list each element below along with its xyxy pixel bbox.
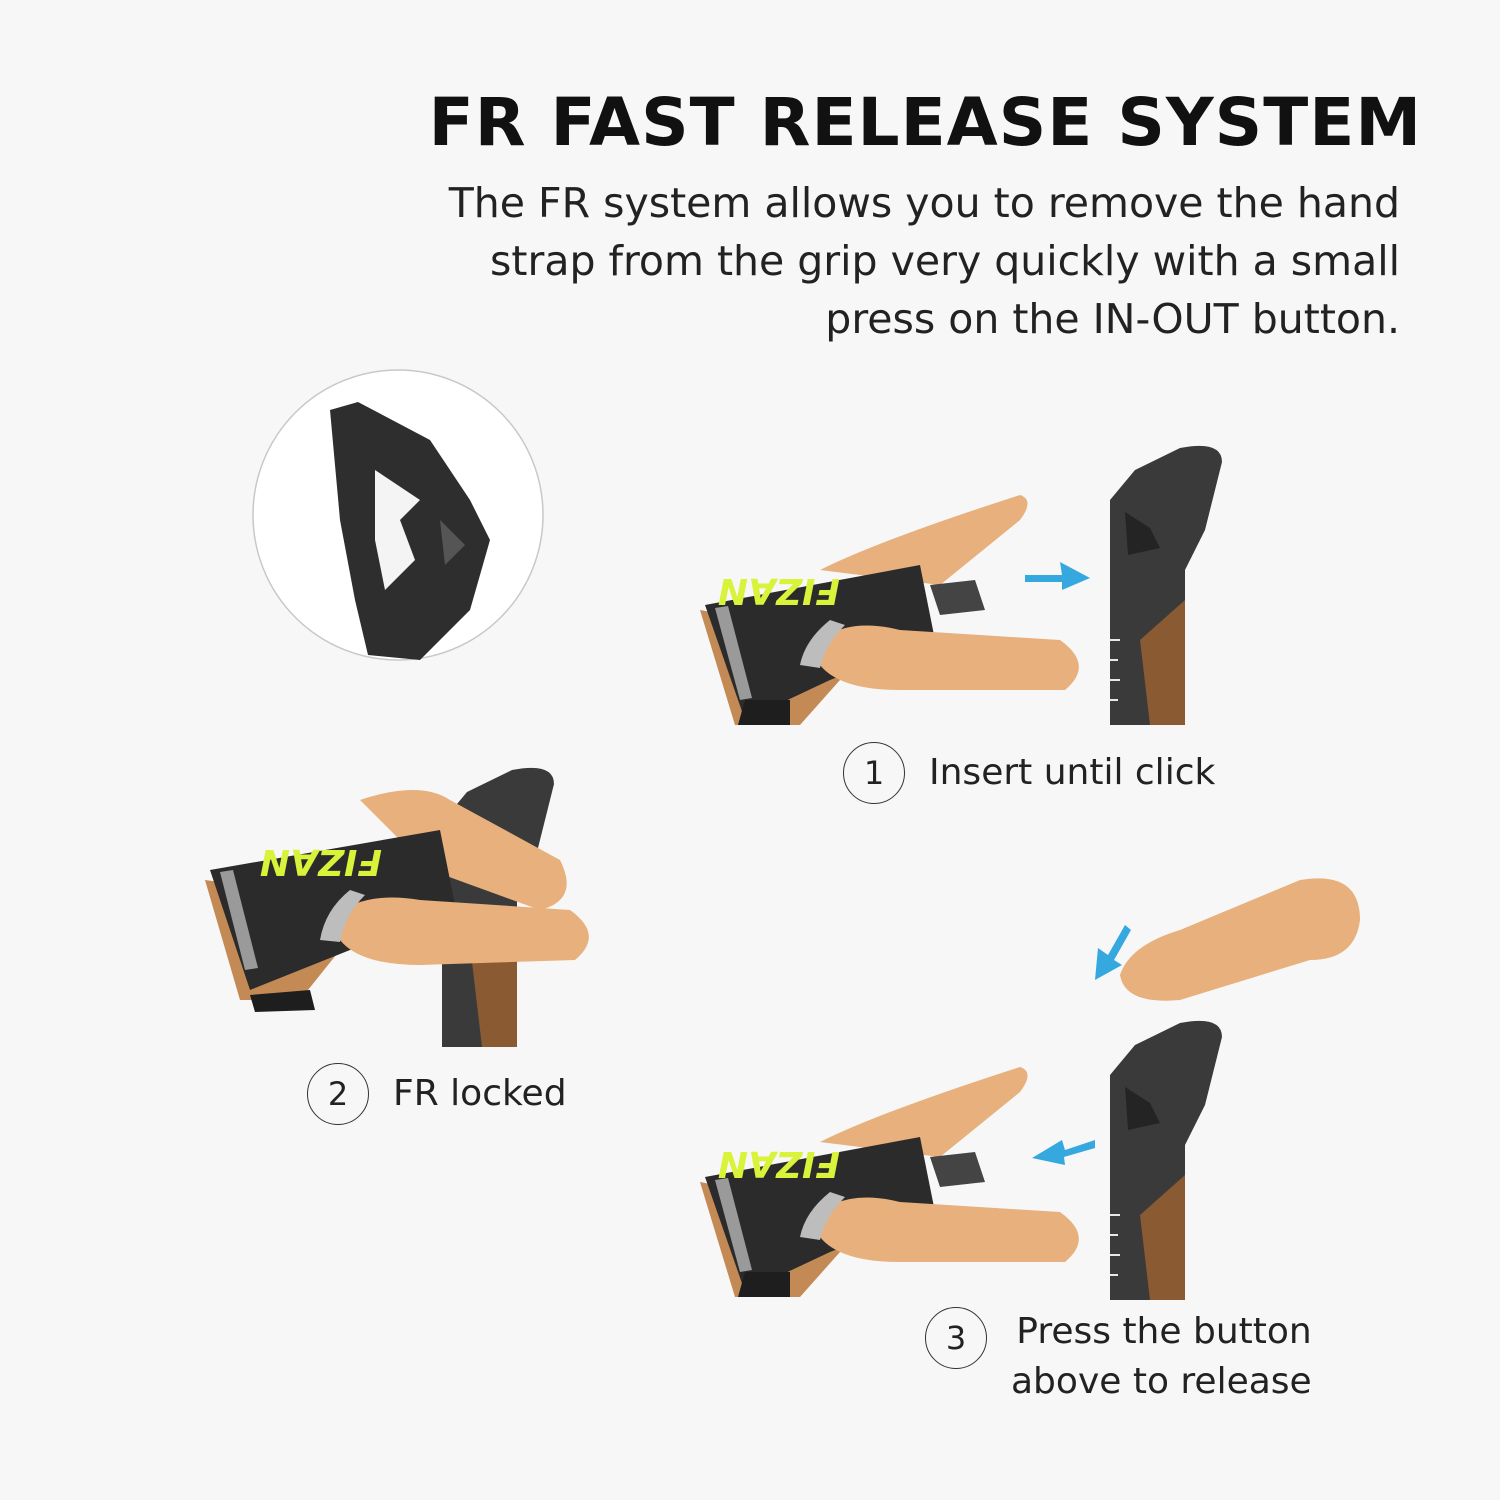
- step-3: 3 Press the button above to release: [925, 1307, 1312, 1407]
- description-line-2: strap from the grip very quickly with a …: [490, 237, 1400, 285]
- step-3-number: 3: [925, 1307, 987, 1369]
- step1-scene: FIZAN: [700, 444, 1223, 726]
- description-line-1: The FR system allows you to remove the h…: [448, 179, 1400, 227]
- thumb-pressing: [1120, 878, 1360, 1001]
- step-1-label: Insert until click: [929, 752, 1216, 793]
- step-3-label-line-1: Press the button: [1016, 1311, 1312, 1352]
- step-3-label-line-2: above to release: [1011, 1361, 1312, 1402]
- brand-logo-1: FIZAN: [718, 570, 840, 611]
- step3-scene: FIZAN: [700, 878, 1360, 1301]
- step-1: 1 Insert until click: [843, 742, 1215, 804]
- arrow-down-left-icon: [1095, 925, 1131, 980]
- step-3-label: Press the button above to release: [1011, 1307, 1312, 1407]
- page-description: The FR system allows you to remove the h…: [400, 174, 1400, 348]
- fr-clip-icon: [330, 402, 490, 660]
- page-title: FR FAST RELEASE SYSTEM: [428, 84, 1422, 161]
- brand-logo-3: FIZAN: [718, 1143, 840, 1184]
- step-1-number: 1: [843, 742, 905, 804]
- step-2-number: 2: [307, 1063, 369, 1125]
- arrow-right-icon: [1025, 562, 1090, 590]
- description-line-3: press on the IN-OUT button.: [825, 295, 1400, 343]
- arrow-left-icon: [1032, 1140, 1095, 1165]
- step-2-label: FR locked: [393, 1073, 567, 1114]
- clip-detail-circle: [252, 369, 544, 661]
- step2-scene: FIZAN: [205, 767, 589, 1047]
- step-2: 2 FR locked: [307, 1063, 567, 1125]
- brand-logo-2: FIZAN: [260, 841, 382, 882]
